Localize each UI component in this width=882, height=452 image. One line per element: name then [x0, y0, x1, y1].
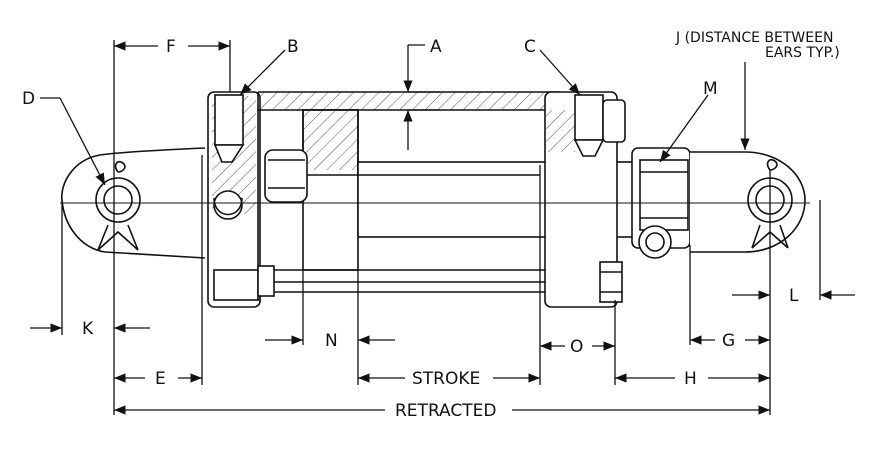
label-a: A [430, 37, 442, 57]
label-j-line1: J (DISTANCE BETWEEN [675, 30, 833, 46]
label-b: B [287, 37, 299, 57]
label-g: G [722, 331, 735, 351]
dimension-labels: F B A C J (DISTANCE BETWEEN EARS TYP.) D… [22, 30, 840, 421]
label-h: H [684, 369, 697, 389]
label-m: M [703, 79, 718, 99]
label-d: D [22, 89, 35, 109]
label-stroke: STROKE [412, 369, 480, 389]
label-f: F [166, 37, 176, 57]
label-l: L [789, 286, 799, 306]
label-j-line2: EARS TYP.) [765, 45, 840, 61]
label-o: O [570, 337, 583, 357]
cylinder-body [61, 91, 806, 308]
label-n: N [325, 331, 338, 351]
label-k: K [82, 319, 94, 339]
dimension-lines [30, 40, 855, 415]
label-c: C [524, 37, 536, 57]
label-retracted: RETRACTED [395, 401, 496, 421]
label-e: E [155, 369, 166, 389]
